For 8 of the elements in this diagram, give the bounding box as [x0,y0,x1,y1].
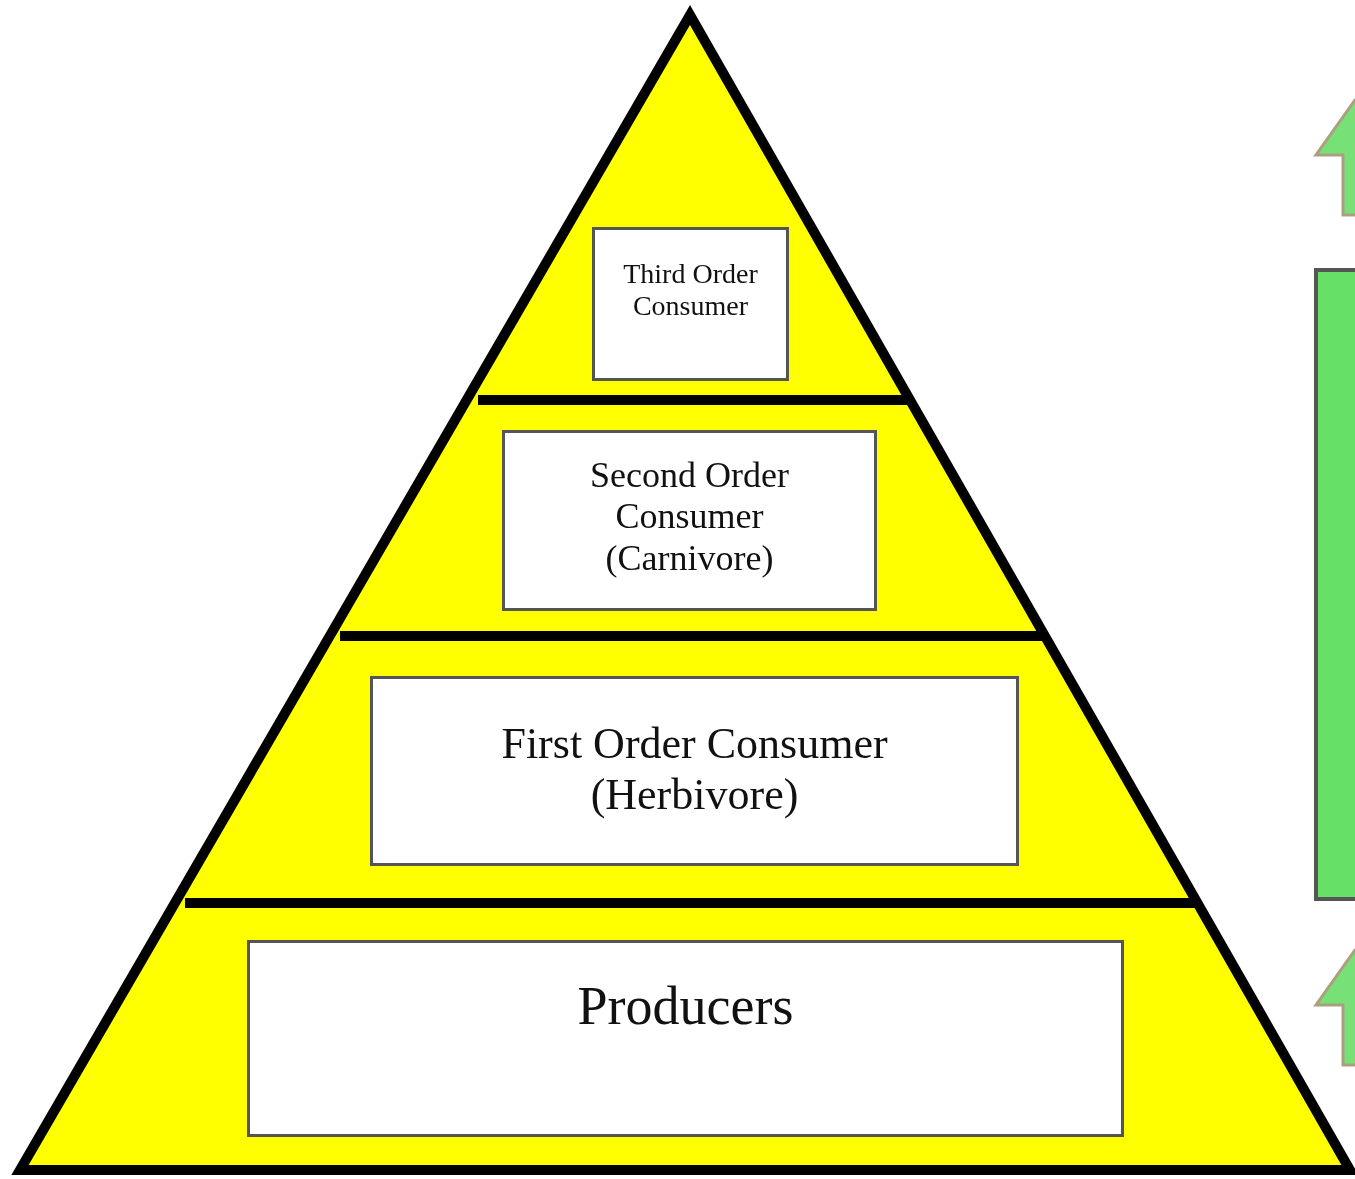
tier-label: First Order Consumer (Herbivore) [500,719,889,821]
tier-box [247,940,1124,1137]
tier-label: Second Order Consumer (Carnivore) [589,455,790,580]
tier-label: Third Order Consumer [622,258,759,323]
tier-box [502,430,877,611]
tier-label: Producers [577,975,794,1038]
tier-box [370,676,1019,866]
tier-box [592,227,789,381]
